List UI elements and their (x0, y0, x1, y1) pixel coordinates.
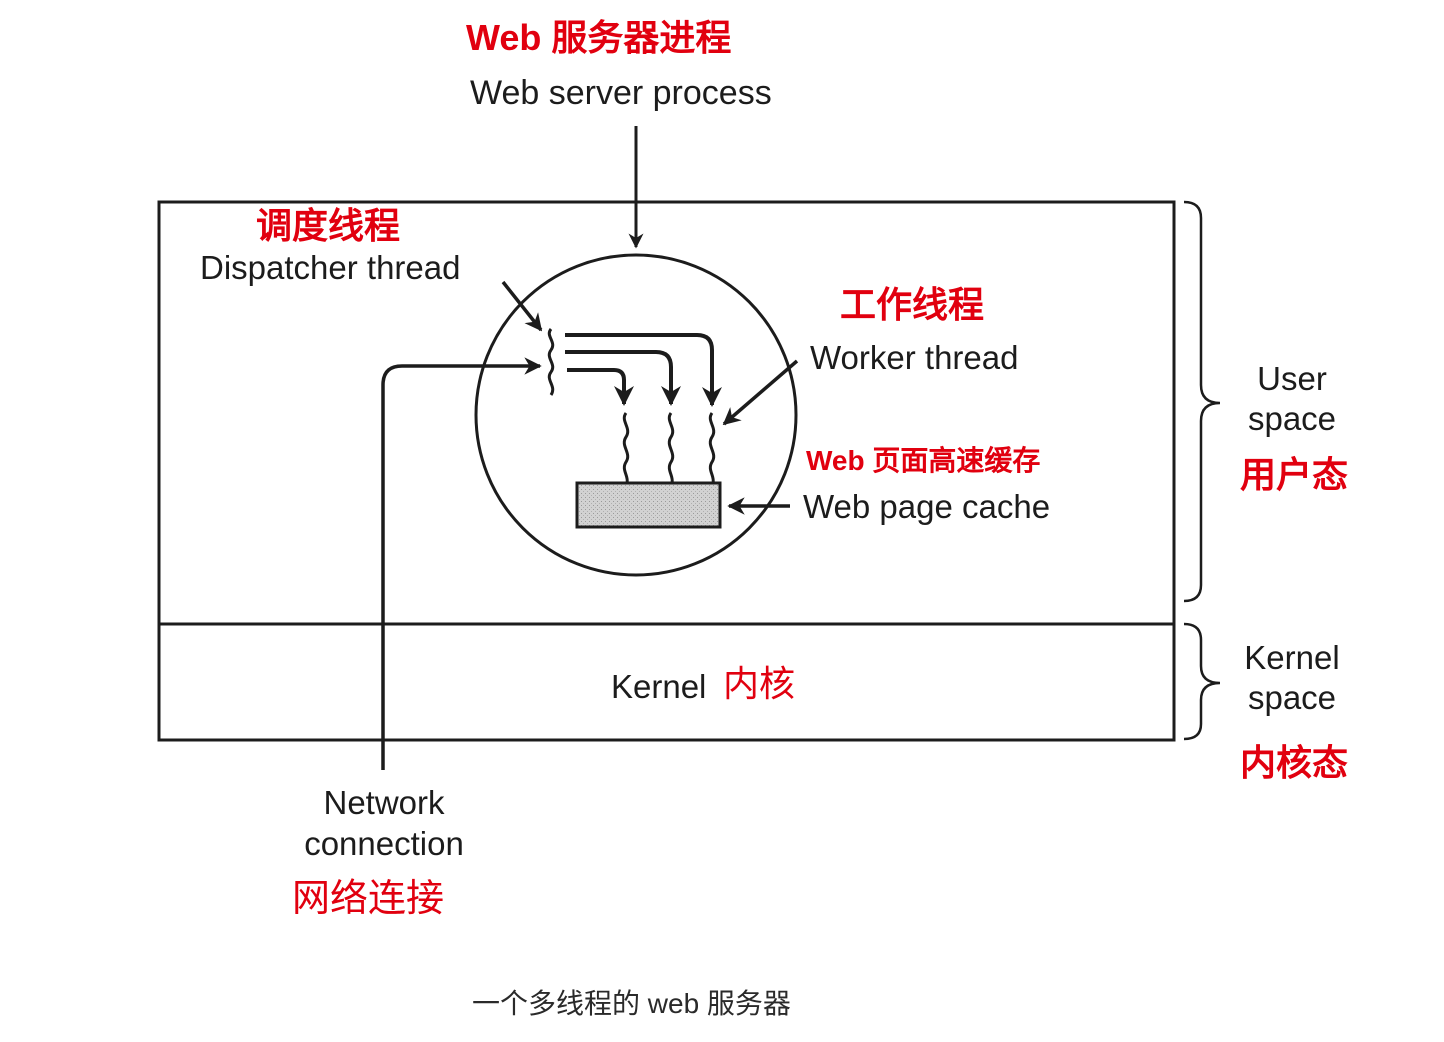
worker-thread-squiggle (667, 412, 675, 484)
kernel-space-label-line1: Kernel (1244, 639, 1340, 676)
user-space-label-line1: User (1257, 360, 1327, 397)
dispatch-arrow-3 (565, 333, 722, 407)
dispatch-arrow-2 (565, 350, 681, 406)
kernel-space-label-line2: space (1247, 679, 1337, 716)
worker-thread-squiggle (622, 412, 630, 484)
cache-label-en: Web page cache (803, 488, 1051, 525)
network-connection-line (381, 357, 542, 770)
network-label-line2: connection (304, 825, 464, 862)
user-space-label-zh: 用户态 (1240, 454, 1349, 495)
kernel-label-zh: 内核 (723, 663, 796, 704)
kernel-space-box (157, 622, 1176, 742)
process-circle (474, 253, 798, 577)
kernel-label-en: Kernel (611, 668, 707, 705)
kernel-space-label-zh: 内核态 (1240, 742, 1349, 783)
worker-pointer-arrow (722, 359, 799, 426)
dispatch-arrow-1 (567, 368, 634, 406)
web-page-cache-block (575, 481, 722, 529)
network-label-zh: 网络连接 (292, 878, 445, 920)
dispatcher-pointer-arrow (501, 280, 543, 332)
worker-threads (622, 412, 716, 484)
user-space-label-line2: space (1247, 400, 1337, 437)
dispatcher-thread-squiggle (547, 328, 555, 396)
title-zh: Web 服务器进程 (466, 17, 732, 58)
figure-caption: 一个多线程的 web 服务器 (472, 988, 791, 1019)
cache-label-zh: Web 页面高速缓存 (806, 445, 1041, 476)
worker-label-en: Worker thread (810, 339, 1019, 376)
network-label-line1: Network (323, 784, 445, 821)
dispatcher-label-zh: 调度线程 (256, 205, 401, 246)
user-space-brace (1183, 200, 1221, 603)
worker-label-zh: 工作线程 (840, 284, 985, 325)
worker-thread-squiggle (708, 412, 716, 484)
kernel-space-brace (1183, 622, 1221, 741)
title-en: Web server process (470, 74, 772, 112)
dispatcher-label-en: Dispatcher thread (200, 249, 461, 286)
